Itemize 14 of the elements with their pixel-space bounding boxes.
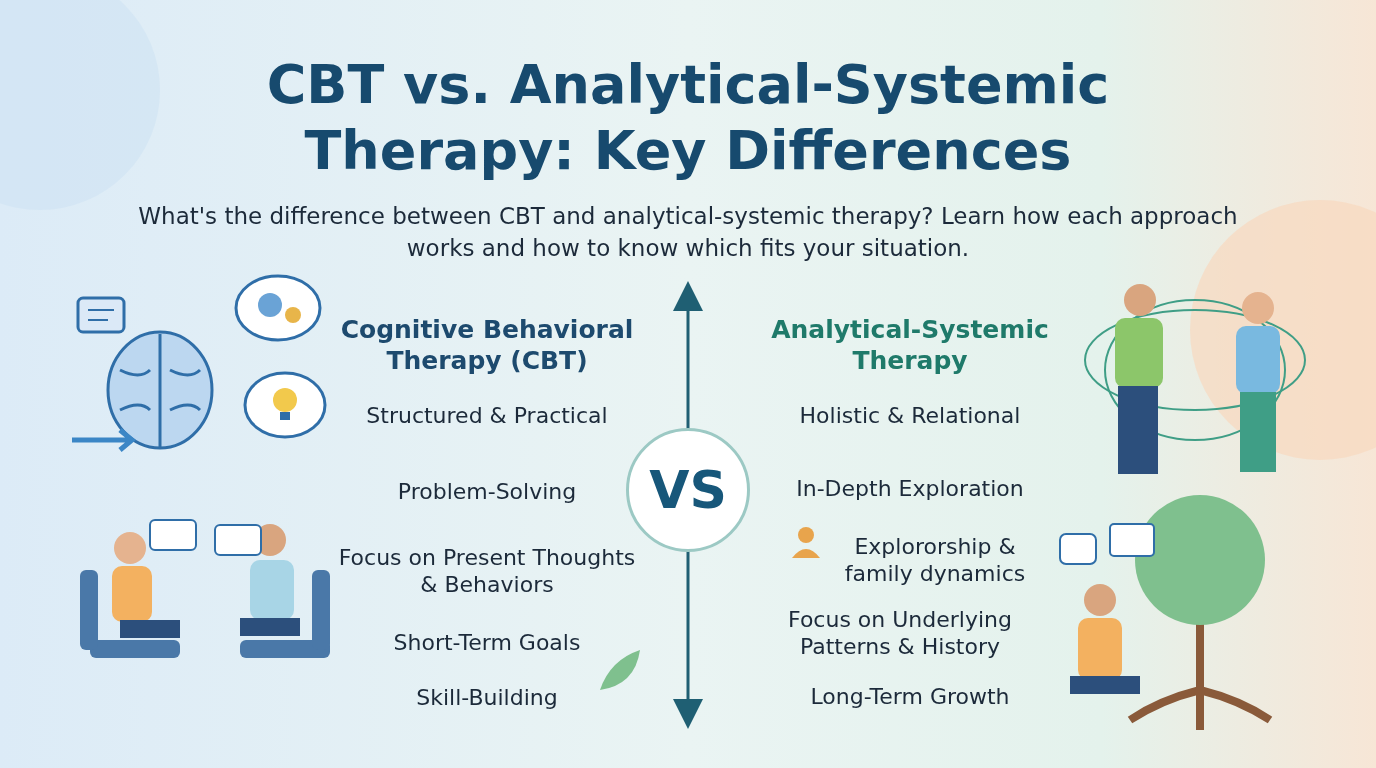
feature-text: Explororship & family dynamics [843, 533, 1027, 587]
feature-text: Short-Term Goals [392, 629, 582, 656]
vs-circle: VS [626, 428, 750, 552]
feature-text: Focus on Underlying Patterns & History [787, 606, 1013, 660]
title: CBT vs. Analytical-Systemic Therapy: Key Differences [265, 52, 1111, 184]
feature-text: Structured & Practical [365, 402, 609, 429]
column-heading: Cognitive Behavioral Therapy (CBT) [339, 314, 635, 376]
feature-text: In-Depth Exploration [795, 475, 1025, 502]
feature-text: Long-Term Growth [809, 683, 1011, 710]
subtitle: What's the difference between CBT and analytical-systemic therapy? Learn how each approach works and how to know which fits your situation. [137, 202, 1239, 263]
column-heading: Analytical-Systemic Therapy [770, 314, 1050, 376]
feature-text: Holistic & Relational [798, 402, 1022, 429]
feature-text: Problem-Solving [396, 478, 578, 505]
feature-text: Skill-Building [415, 684, 559, 711]
